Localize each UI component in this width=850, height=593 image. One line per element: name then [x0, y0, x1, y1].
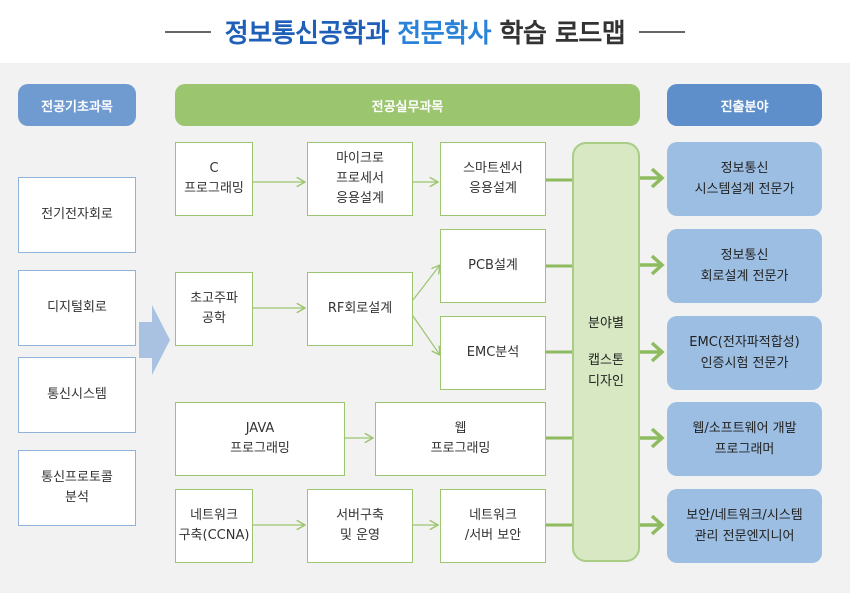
page-title: 정보통신공학과 전문학사 학습 로드맵: [0, 0, 850, 63]
header-career-fields: 진출분야: [667, 84, 822, 126]
career-software-dev: 웹/소프트웨어 개발 프로그래머: [667, 402, 822, 476]
title-part-2: 전문학사: [397, 19, 491, 49]
title-part-3: 학습 로드맵: [499, 19, 626, 49]
course-network-security: 네트워크 /서버 보안: [440, 489, 546, 563]
basic-course-circuits: 전기전자회로: [18, 177, 136, 253]
course-pcb: PCB설계: [440, 229, 546, 303]
career-security-engineer: 보안/네트워크/시스템 관리 전문엔지니어: [667, 489, 822, 563]
course-java: JAVA 프로그래밍: [175, 402, 345, 476]
header-practical-courses: 전공실무과목: [175, 84, 640, 126]
career-system-design: 정보통신 시스템설계 전문가: [667, 142, 822, 216]
title-left-rule: [164, 30, 211, 33]
big-right-arrow-icon: [139, 305, 170, 375]
capstone-line-3: 디자인: [588, 373, 624, 389]
basic-course-digital: 디지털회로: [18, 270, 136, 346]
course-web: 웹 프로그래밍: [375, 402, 546, 476]
course-rf-circuit: RF회로설계: [307, 272, 413, 346]
course-server: 서버구축 및 운영: [307, 489, 413, 563]
course-c-programming: C 프로그래밍: [175, 142, 253, 216]
capstone-line-2: 캡스톤: [588, 352, 624, 368]
capstone-design: 분야별 캡스톤 디자인: [572, 142, 640, 562]
title-part-1: 정보통신공학과: [224, 19, 389, 49]
title-right-rule: [639, 30, 686, 33]
capstone-line-1: 분야별: [588, 315, 624, 331]
career-circuit-design: 정보통신 회로설계 전문가: [667, 229, 822, 303]
course-emc: EMC분석: [440, 316, 546, 390]
course-smart-sensor: 스마트센서 응용설계: [440, 142, 546, 216]
course-ultra-high-freq: 초고주파 공학: [175, 272, 253, 346]
basic-course-comm-systems: 통신시스템: [18, 357, 136, 433]
career-emc-testing: EMC(전자파적합성) 인증시험 전문가: [667, 316, 822, 390]
header-basic-courses: 전공기초과목: [18, 84, 136, 126]
course-network-ccna: 네트워크 구축(CCNA): [175, 489, 253, 563]
course-microprocessor: 마이크로 프로세서 응용설계: [307, 142, 413, 216]
basic-course-protocol: 통신프로토콜 분석: [18, 450, 136, 526]
